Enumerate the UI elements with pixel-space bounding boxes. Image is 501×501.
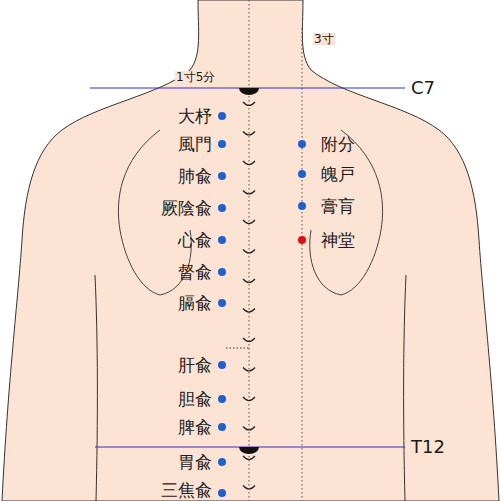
- three-cun-line: [302, 28, 303, 501]
- spinous-process: [243, 456, 255, 460]
- acupoint-name: 肝兪: [178, 357, 212, 374]
- spinous-process: [243, 486, 255, 490]
- spinous-process: [243, 427, 255, 431]
- acupoint-name: 附分: [321, 136, 355, 153]
- acupoint-name: 膈兪: [178, 295, 212, 312]
- midline: [249, 0, 250, 501]
- t7-marker: [226, 348, 250, 349]
- spinous-process: [243, 102, 255, 106]
- spinous-process: [243, 132, 255, 136]
- spinous-process: [243, 279, 255, 283]
- spinous-process: [243, 309, 255, 313]
- acupoint-name: 膏肓: [321, 198, 355, 215]
- measure-label: 3寸: [313, 33, 335, 45]
- right-scapula: [310, 130, 383, 295]
- acupoint-name: 肺兪: [178, 168, 212, 185]
- left-arm-line: [95, 275, 97, 501]
- vertebra-label: C7: [411, 79, 435, 97]
- acupoint-name: 脾兪: [178, 419, 212, 436]
- spinous-processes: [243, 102, 255, 489]
- shentang-dot: [298, 236, 306, 244]
- acupoint-name: 胆兪: [178, 391, 212, 408]
- acupoint-name: 風門: [178, 136, 212, 153]
- acupoint-name: 督兪: [178, 264, 212, 281]
- t12-process: [239, 447, 259, 454]
- spinous-process: [243, 397, 255, 401]
- vertebra-label: T12: [411, 438, 445, 456]
- spinous-process: [243, 368, 255, 372]
- spinous-process: [243, 338, 255, 342]
- spinous-process: [243, 220, 255, 224]
- acupoint-name: 胃兪: [178, 454, 212, 471]
- acupoint-name: 三焦兪: [161, 482, 212, 499]
- acupoint-name: 大杼: [178, 108, 212, 125]
- acupoint-name: 魄戸: [321, 166, 355, 183]
- spinous-process: [243, 250, 255, 254]
- acupoint-dots: [218, 112, 306, 497]
- spinous-process: [243, 161, 255, 165]
- c7-process: [239, 88, 259, 95]
- acupoint-name: 心兪: [178, 232, 212, 249]
- acupoint-name: 神堂: [321, 232, 355, 249]
- spinous-process: [243, 191, 255, 195]
- right-arm-line: [404, 275, 406, 501]
- acupoint-name: 厥陰兪: [161, 200, 212, 217]
- measure-label: 1寸5分: [175, 71, 216, 83]
